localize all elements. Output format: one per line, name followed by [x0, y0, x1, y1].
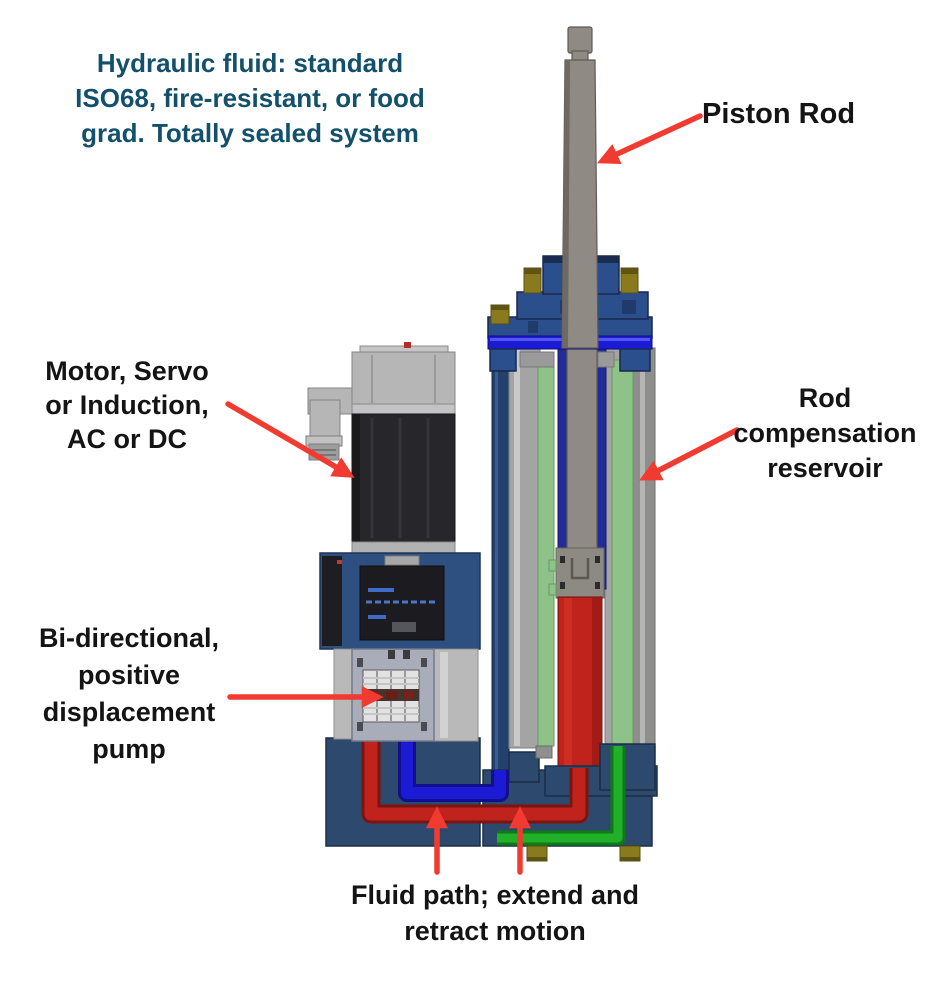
housing-side-panel: [322, 556, 342, 646]
reservoir-label-line-1: Rod: [798, 383, 852, 413]
arrow-piston-rod: [597, 113, 703, 165]
hydraulic-cylinder: [491, 317, 656, 789]
pump-label-line-4: pump: [92, 734, 166, 764]
piston-rod: [561, 26, 599, 349]
note-line-3: grad. Totally sealed system: [81, 118, 419, 148]
motor-body: [351, 413, 456, 543]
fluid-path-label-line-1: Fluid path; extend and: [351, 880, 639, 910]
reservoir-label-line-3: reservoir: [767, 453, 883, 483]
note-line-1: Hydraulic fluid: standard: [96, 48, 404, 78]
motor-unit: [305, 342, 456, 554]
annotation-arrows: [225, 113, 740, 875]
pump-label-line-3: displacement: [42, 697, 216, 727]
cylinder-left-fluid-tube: [491, 317, 510, 789]
motor-label: Motor, Servo or Induction, AC or DC: [18, 354, 236, 456]
motor-label-line-1: Motor, Servo: [45, 356, 209, 386]
piston-rod-label-text: Piston Rod: [702, 98, 856, 130]
mounting-feet: [526, 845, 641, 862]
pump-housing: [319, 552, 481, 650]
arrow-motor: [225, 401, 355, 478]
fluid-path-label-line-2: retract motion: [404, 916, 586, 946]
cylinder-wall-left: [508, 347, 541, 749]
pump-label-line-1: Bi-directional,: [38, 623, 220, 653]
motor-label-line-3: AC or DC: [67, 424, 187, 454]
motor-indicator-dot: [404, 342, 411, 348]
rod-threaded-tip: [567, 26, 593, 54]
motor-label-line-2: or Induction,: [45, 390, 209, 420]
hydraulic-fluid-note: Hydraulic fluid: standard ISO68, fire-re…: [38, 46, 462, 151]
motor-mount-band: [351, 541, 456, 554]
reservoir-label: Rod compensation reservoir: [718, 381, 932, 486]
note-line-2: ISO68, fire-resistant, or food: [75, 83, 425, 113]
conduit-connector: [305, 387, 357, 461]
reservoir-label-line-2: compensation: [733, 418, 917, 448]
reservoir-fluid-right: [611, 359, 634, 747]
fluid-path-label: Fluid path; extend and retract motion: [318, 877, 672, 949]
piston-rod-label: Piston Rod: [702, 97, 882, 131]
pump-label: Bi-directional, positive displacement pu…: [16, 620, 242, 768]
pump-label-line-2: positive: [77, 660, 181, 690]
fluid-pipes: [361, 736, 626, 846]
piston-guide: [555, 547, 605, 599]
arrow-reservoir: [639, 427, 740, 481]
piston-rod-inside: [566, 344, 598, 553]
reservoir-fluid-left: [537, 359, 555, 747]
